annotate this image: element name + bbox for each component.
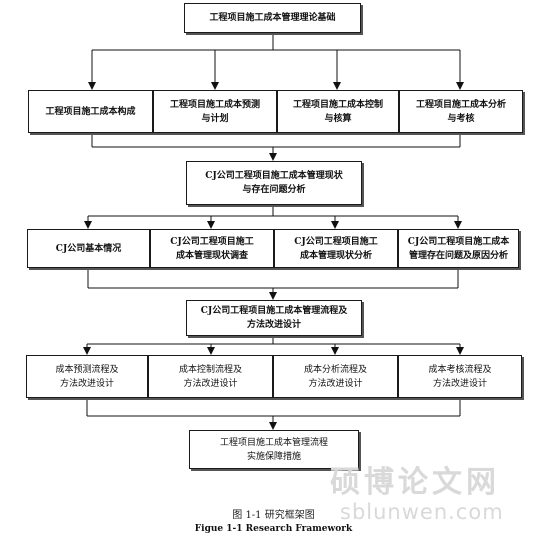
node-line: 成本管理现状分析: [299, 250, 372, 261]
node-cost-forecast-plan: 工程项目施工成本预测 与计划: [153, 90, 277, 133]
node-line: 与计划: [201, 113, 229, 124]
watermark: 硕博论文网 sblunwen.com: [330, 465, 545, 525]
node-line: CJ公司工程项目施工成本管理流程及: [200, 306, 348, 316]
node-line: 实施保障措施: [246, 451, 301, 462]
node-line: 工程项目施工成本分析: [415, 99, 506, 110]
node-line: 管理存在问题及原因分析: [408, 250, 508, 261]
node-theory-basis: 工程项目施工成本管理理论基础: [184, 3, 361, 33]
node-line: 成本考核流程及: [428, 364, 492, 375]
node-problems-causes: CJ公司工程项目施工成本 管理存在问题及原因分析: [398, 229, 519, 268]
node-line: CJ公司基本情况: [55, 243, 122, 254]
node-line: 工程项目施工成本管理理论基础: [209, 13, 336, 23]
node-line: 方法改进设计: [308, 378, 363, 389]
node-line: 方法改进设计: [183, 378, 238, 389]
figure-caption-chinese: 图 1-1 研究框架图: [232, 510, 315, 521]
node-line: CJ公司工程项目施工成本: [407, 236, 510, 247]
node-cost-control-accounting: 工程项目施工成本控制 与核算: [277, 90, 399, 133]
node-status-survey: CJ公司工程项目施工 成本管理现状调查: [150, 229, 274, 268]
node-status-analysis: CJ公司工程项目施工成本管理现状 与存在问题分析: [186, 161, 362, 205]
node-cost-analysis-assessment: 工程项目施工成本分析 与考核: [399, 90, 523, 133]
node-line: 工程项目施工成本管理流程: [219, 437, 328, 448]
node-assessment-process: 成本考核流程及 方法改进设计: [398, 355, 522, 398]
node-process-improvement: CJ公司工程项目施工成本管理流程及 方法改进设计: [186, 300, 362, 336]
node-line: 方法改进设计: [432, 378, 487, 389]
node-line: 工程项目施工成本控制: [292, 99, 383, 110]
node-company-overview: CJ公司基本情况: [27, 229, 150, 268]
node-line: 与考核: [447, 113, 475, 124]
node-line: CJ公司工程项目施工: [170, 236, 254, 247]
node-line: 与存在问题分析: [242, 185, 306, 195]
node-line: CJ公司工程项目施工: [294, 236, 378, 247]
node-cost-composition: 工程项目施工成本构成: [28, 90, 153, 133]
node-analysis-process: 成本分析流程及 方法改进设计: [273, 355, 398, 398]
node-line: 成本预测流程及: [55, 364, 119, 375]
node-line: 成本管理现状调查: [175, 250, 248, 261]
figure-caption-english: Figue 1-1 Research Framework: [194, 524, 353, 534]
node-line: 方法改进设计: [246, 320, 301, 330]
node-forecast-process: 成本预测流程及 方法改进设计: [26, 355, 148, 398]
node-line: 方法改进设计: [59, 378, 114, 389]
node-line: 成本控制流程及: [178, 364, 242, 375]
node-control-process: 成本控制流程及 方法改进设计: [148, 355, 273, 398]
node-line: 工程项目施工成本预测: [169, 99, 260, 110]
node-line: CJ公司工程项目施工成本管理现状: [205, 171, 343, 181]
watermark-text: 硕博论文网: [330, 465, 500, 500]
node-safeguard-measures: 工程项目施工成本管理流程 实施保障措施: [189, 430, 359, 469]
node-line: 与核算: [324, 113, 352, 124]
node-line: 工程项目施工成本构成: [45, 106, 136, 117]
node-status-analysis-detail: CJ公司工程项目施工 成本管理现状分析: [274, 229, 398, 268]
node-line: 成本分析流程及: [303, 364, 367, 375]
watermark-url: sblunwen.com: [340, 500, 504, 524]
